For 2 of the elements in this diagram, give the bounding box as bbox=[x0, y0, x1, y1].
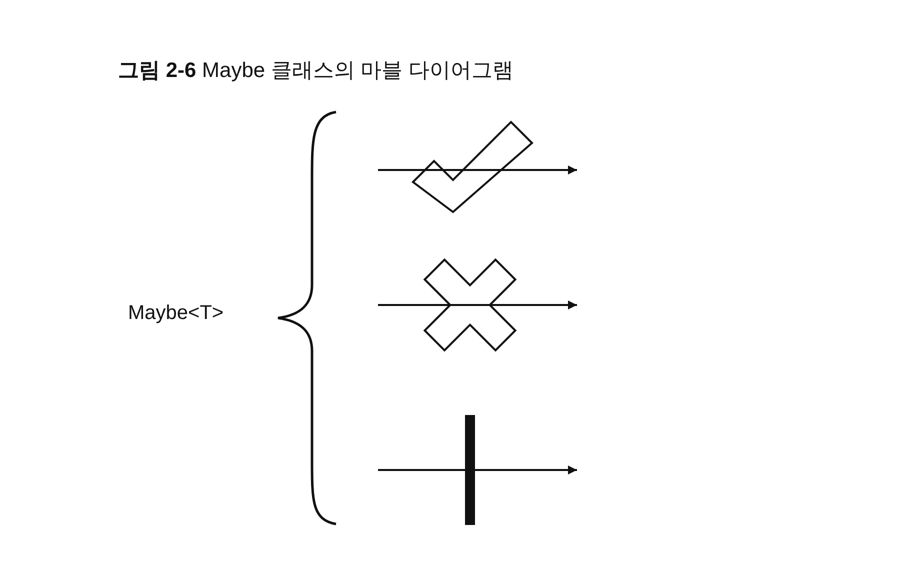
figure-title: 그림 2-6 Maybe 클래스의 마블 다이어그램 bbox=[118, 58, 514, 84]
type-label: Maybe<T> bbox=[128, 302, 224, 325]
